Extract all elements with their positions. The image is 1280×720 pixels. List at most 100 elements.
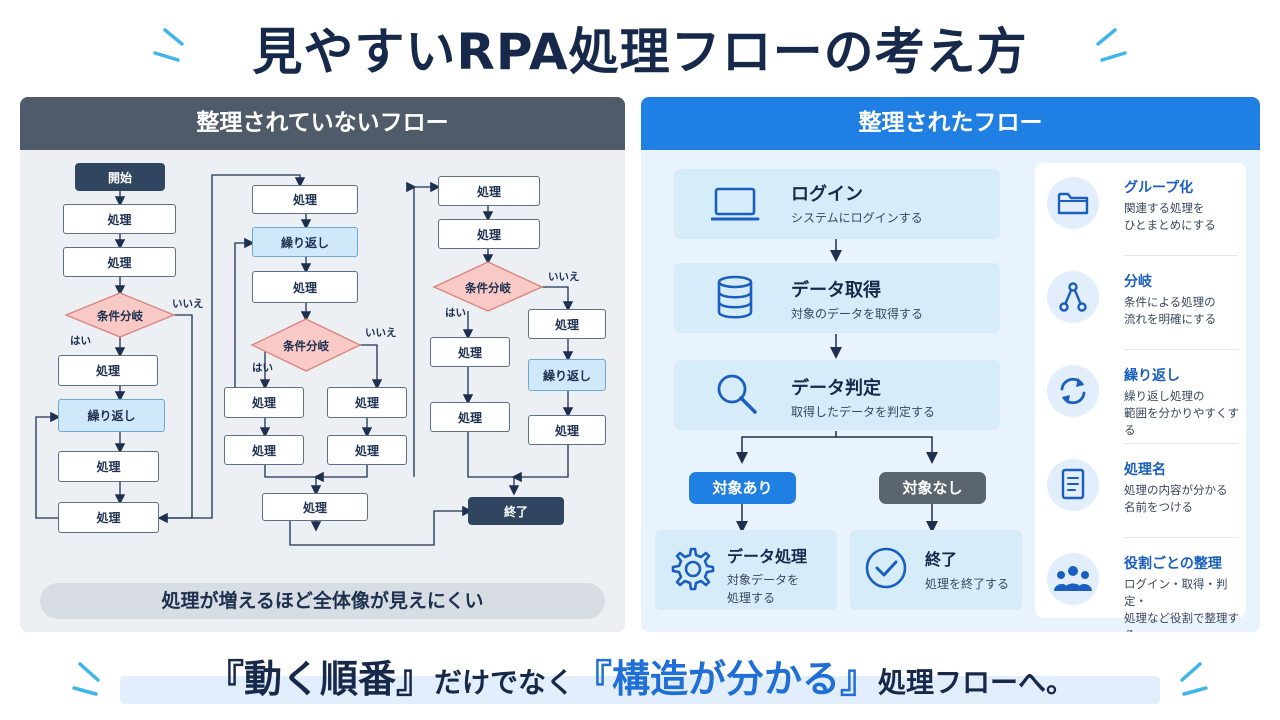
loop-node: 繰り返し bbox=[58, 399, 165, 432]
dash-mark bbox=[163, 28, 184, 46]
bottom-part-4: 処理フローへ。 bbox=[878, 666, 1075, 699]
messy-flow-connectors bbox=[35, 174, 574, 546]
users-icon bbox=[1054, 566, 1092, 591]
gear-icon bbox=[671, 547, 715, 591]
branch-has-target: 対象あり bbox=[689, 472, 796, 504]
tip-description: 条件による処理の 流れを明確にする bbox=[1124, 295, 1217, 326]
organized-flow-header: 整理されたフロー bbox=[641, 97, 1260, 150]
start-node: 開始 bbox=[75, 163, 165, 191]
dash-mark bbox=[1096, 28, 1117, 46]
process-node: 処理 bbox=[528, 415, 606, 445]
tip-loop: 繰り返し 繰り返し処理の 範囲を分かりやすくする bbox=[1035, 353, 1246, 443]
process-node: 処理 bbox=[262, 493, 368, 521]
dash-mark bbox=[1180, 662, 1202, 682]
condition-diamond bbox=[432, 261, 544, 312]
clean-flow-connectors bbox=[736, 238, 938, 533]
process-node: 処理 bbox=[252, 271, 358, 303]
tip-roles: 役割ごとの整理 ログイン・取得・判定・ 処理など役割で整理する bbox=[1035, 541, 1246, 632]
bottom-highlight bbox=[120, 676, 1160, 704]
tip-description: 関連する処理を ひとまとめにする bbox=[1124, 201, 1216, 232]
unorganized-flow-panel: 整理されていないフロー bbox=[20, 97, 625, 632]
unorganized-flow-caption: 処理が増えるほど全体像が見えにくい bbox=[40, 583, 605, 619]
process-node: 処理 bbox=[327, 387, 407, 418]
bottom-part-2: だけでなく bbox=[433, 666, 574, 699]
check-circle-icon bbox=[865, 547, 907, 589]
process-node: 処理 bbox=[224, 387, 304, 418]
search-icon bbox=[717, 374, 757, 414]
step-description: システムにログインする bbox=[791, 211, 923, 225]
process-node: 処理 bbox=[58, 502, 159, 533]
process-node: 処理 bbox=[63, 204, 176, 234]
login-step bbox=[674, 169, 1000, 239]
document-icon bbox=[1061, 468, 1085, 500]
data-judge-step bbox=[674, 360, 1000, 430]
dash-mark bbox=[153, 51, 180, 62]
dash-mark bbox=[1100, 51, 1127, 62]
divider bbox=[1124, 255, 1238, 256]
dash-mark bbox=[72, 686, 98, 696]
condition-label: 条件分岐 bbox=[283, 339, 329, 353]
branch-no-label: いいえ bbox=[172, 298, 204, 310]
divider bbox=[1124, 537, 1238, 538]
condition-label: 条件分岐 bbox=[97, 309, 143, 323]
tips-sidebar: グループ化 関連する処理を ひとまとめにする 分岐 bbox=[1035, 163, 1246, 632]
organized-flow-panel: 整理されたフロー ログイン システムにログインする デー bbox=[641, 97, 1260, 632]
outcome-title: データ処理 bbox=[727, 547, 808, 566]
icon-circle bbox=[1047, 459, 1099, 511]
tip-description: 処理の内容が分かる 名前をつける bbox=[1124, 483, 1228, 514]
icon-circle bbox=[1047, 553, 1099, 605]
tip-title: グループ化 bbox=[1124, 180, 1194, 196]
process-node: 処理 bbox=[430, 337, 510, 367]
process-node: 処理 bbox=[58, 355, 158, 386]
end-node: 終了 bbox=[468, 497, 564, 525]
loop-node: 繰り返し bbox=[528, 359, 606, 391]
process-node: 処理 bbox=[438, 176, 540, 206]
icon-circle bbox=[1047, 271, 1099, 323]
process-node: 処理 bbox=[252, 185, 358, 214]
folder-icon bbox=[1057, 192, 1089, 215]
process-node: 処理 bbox=[58, 451, 159, 482]
database-icon bbox=[717, 275, 753, 319]
process-node: 処理 bbox=[63, 247, 176, 277]
process-node: 処理 bbox=[430, 402, 510, 432]
branch-yes-label: はい bbox=[70, 335, 91, 347]
process-node: 処理 bbox=[438, 219, 540, 249]
process-node: 処理 bbox=[224, 435, 304, 465]
tip-description: 繰り返し処理の 範囲を分かりやすくする bbox=[1124, 389, 1239, 437]
dash-mark bbox=[1182, 686, 1208, 696]
tip-description: ログイン・取得・判定・ 処理など役割で整理する bbox=[1124, 577, 1239, 632]
dash-mark bbox=[78, 662, 100, 682]
tip-grouping: グループ化 関連する処理を ひとまとめにする bbox=[1035, 165, 1246, 255]
tip-title: 繰り返し bbox=[1124, 368, 1180, 384]
laptop-icon bbox=[711, 187, 760, 221]
step-title: データ判定 bbox=[791, 378, 881, 399]
branch-no-label: いいえ bbox=[548, 271, 580, 283]
condition-diamond bbox=[64, 292, 176, 338]
tip-naming: 処理名 処理の内容が分かる 名前をつける bbox=[1035, 447, 1246, 537]
branch-yes-label: はい bbox=[445, 307, 466, 319]
divider bbox=[1124, 443, 1238, 444]
page-title: 見やすいRPA処理フローの考え方 bbox=[252, 23, 1028, 81]
branch-yes-label: はい bbox=[252, 362, 273, 374]
branch-no-target: 対象なし bbox=[879, 472, 986, 504]
step-title: ログイン bbox=[791, 184, 863, 205]
process-node: 処理 bbox=[528, 309, 606, 339]
title-decoration bbox=[153, 28, 1127, 62]
condition-label: 条件分岐 bbox=[465, 281, 511, 295]
branch-no-label: いいえ bbox=[365, 327, 397, 339]
divider bbox=[1124, 349, 1238, 350]
outcome-description: 処理を終了する bbox=[925, 577, 1010, 591]
icon-circle bbox=[1047, 365, 1099, 417]
bottom-part-3: 『構造が分かる』 bbox=[574, 657, 879, 701]
outcome-description: 対象データを bbox=[727, 573, 800, 587]
refresh-icon bbox=[1060, 377, 1086, 405]
tip-title: 分岐 bbox=[1124, 274, 1152, 290]
unorganized-flow-header: 整理されていないフロー bbox=[20, 97, 625, 150]
outcome-description: 処理する bbox=[727, 591, 776, 605]
loop-node: 繰り返し bbox=[252, 227, 358, 257]
tip-title: 役割ごとの整理 bbox=[1124, 556, 1222, 572]
bottom-message: 『動く順番』だけでなく『構造が分かる』処理フローへ。 bbox=[0, 648, 1280, 703]
icon-circle bbox=[1047, 177, 1099, 229]
branch-icon bbox=[1059, 282, 1087, 312]
bottom-part-1: 『動く順番』 bbox=[205, 657, 434, 701]
